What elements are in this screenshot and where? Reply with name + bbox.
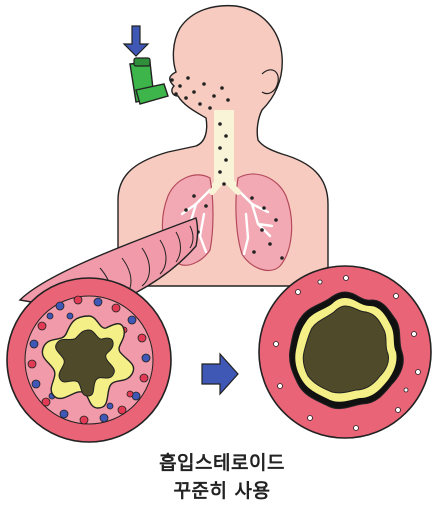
caption-line-2: 꾸준히 사용 bbox=[0, 476, 444, 503]
caption-line-1: 흡입스테로이드 bbox=[0, 448, 444, 475]
trachea-front bbox=[216, 112, 232, 178]
inflamed-airway-cross-section bbox=[7, 278, 171, 442]
inhaler-icon bbox=[130, 58, 168, 104]
healthy-airway-cross-section bbox=[259, 266, 431, 438]
arrow-right-icon bbox=[202, 354, 238, 394]
arrow-down-icon bbox=[124, 26, 148, 56]
